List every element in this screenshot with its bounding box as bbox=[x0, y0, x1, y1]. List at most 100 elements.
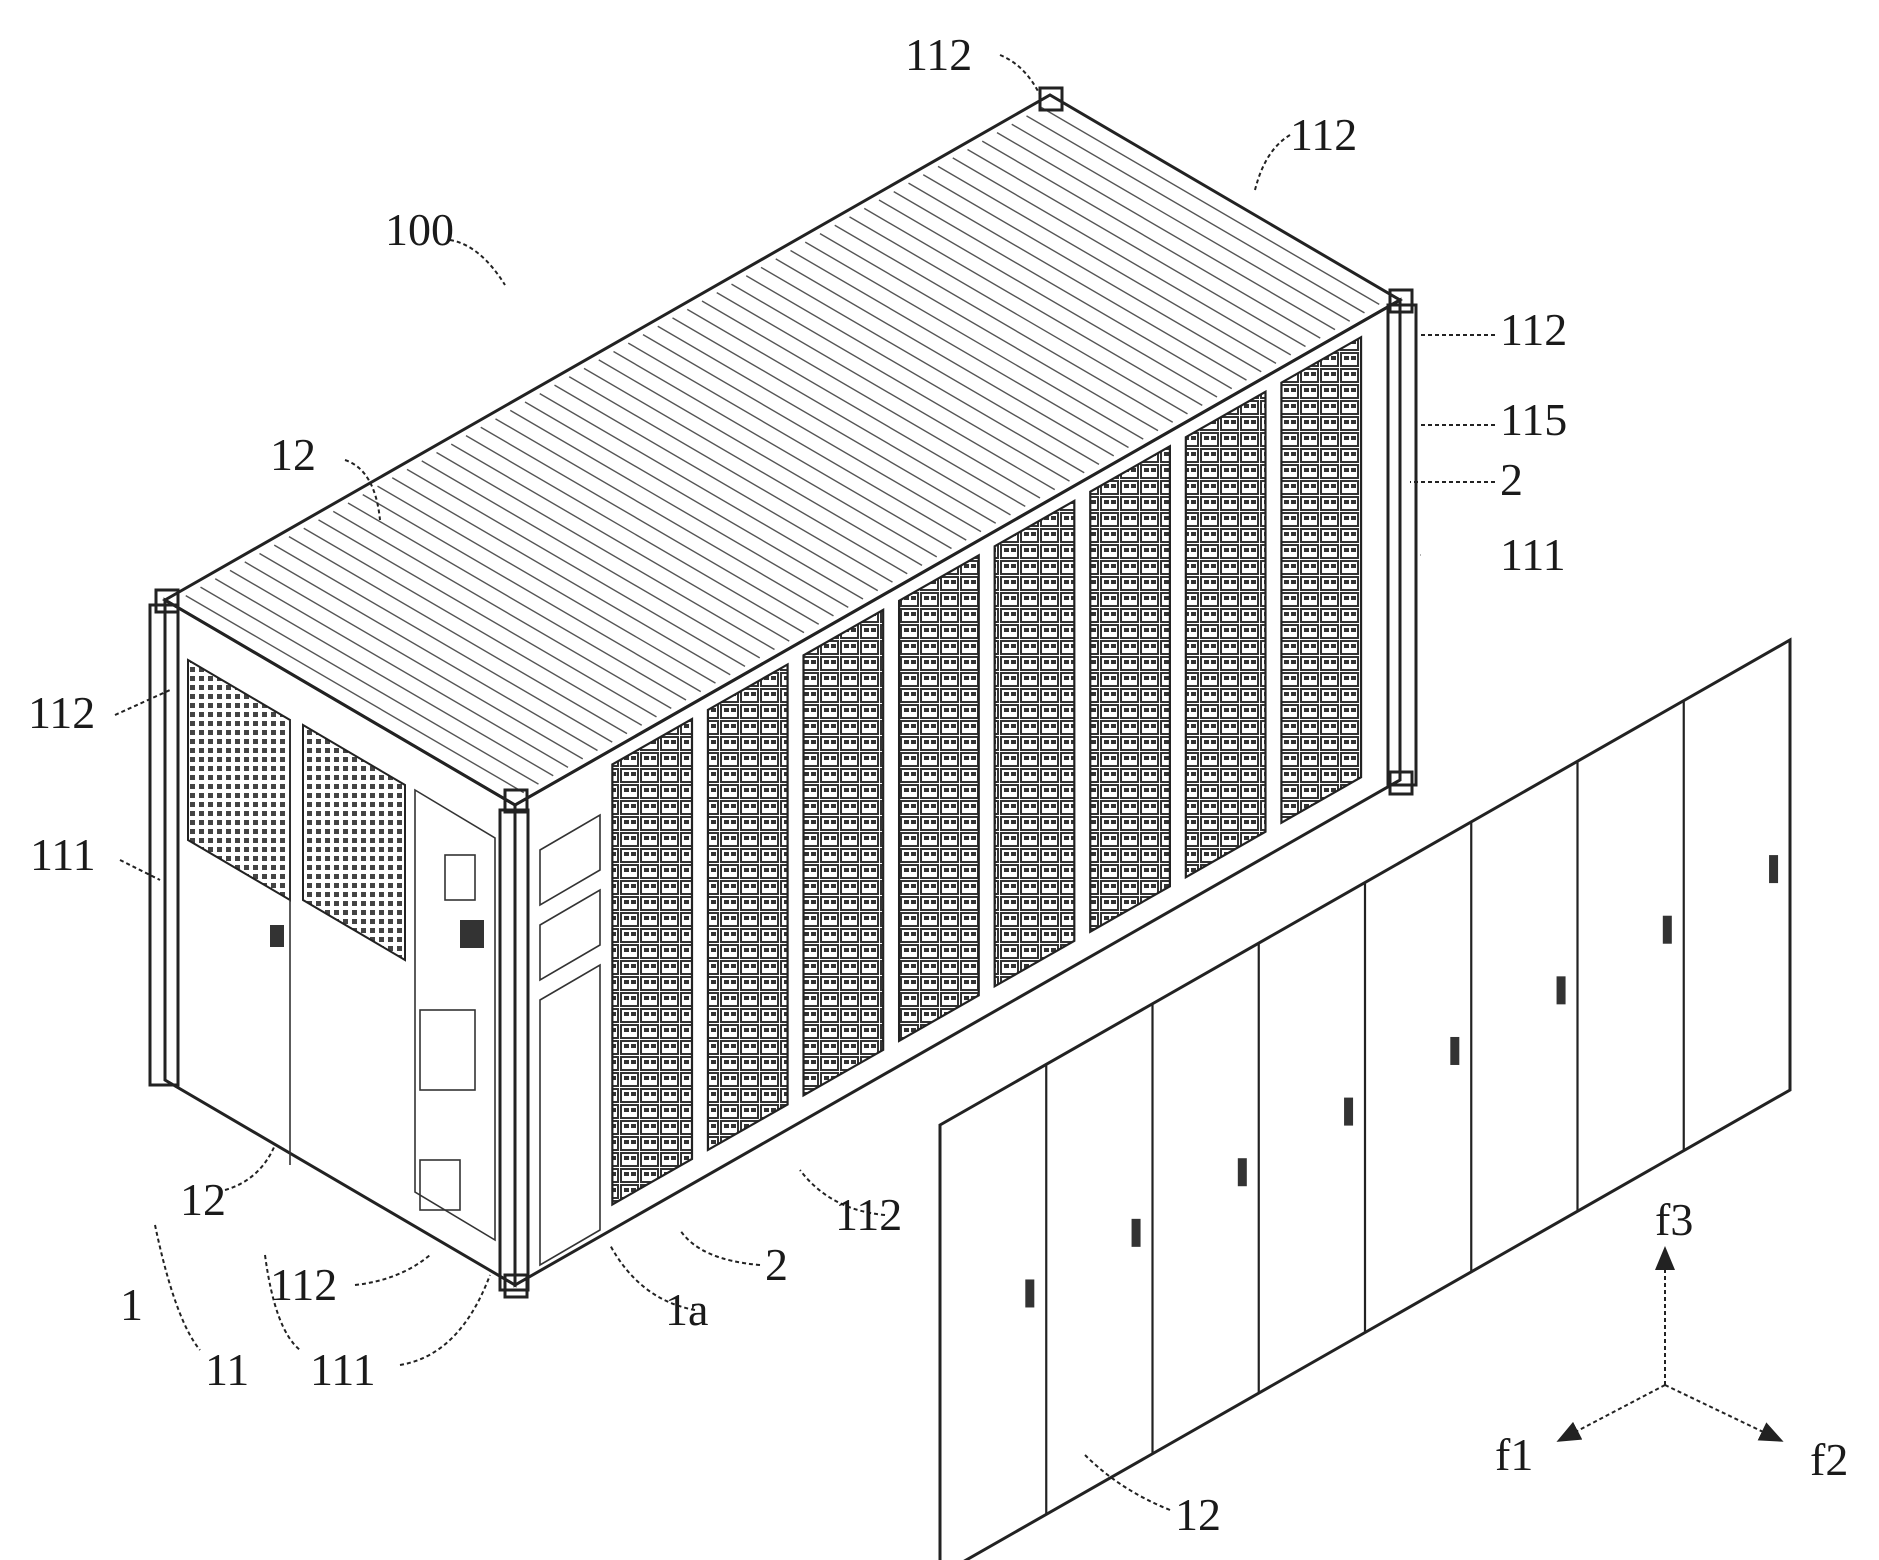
roof-rib bbox=[304, 528, 642, 725]
panel-handle-icon bbox=[1557, 976, 1566, 1004]
label-beam-bottom-side: 112 bbox=[835, 1189, 902, 1240]
panel-handle-icon bbox=[1344, 1098, 1353, 1126]
roof-rib bbox=[687, 309, 1025, 506]
roof-rib bbox=[599, 360, 937, 557]
leader bbox=[120, 860, 160, 880]
roof-rib bbox=[953, 158, 1291, 355]
label-panel-front: 12 bbox=[180, 1174, 226, 1225]
axis-triad bbox=[1560, 1250, 1780, 1440]
roof-rib bbox=[628, 343, 966, 540]
label-panel-roof: 12 bbox=[270, 429, 316, 480]
roof-rib bbox=[584, 368, 922, 565]
roof-rib bbox=[451, 444, 789, 641]
roof-rib bbox=[938, 166, 1276, 363]
leader bbox=[225, 1145, 275, 1190]
roof-rib bbox=[510, 410, 848, 607]
front-door-assembly bbox=[188, 660, 495, 1240]
control-panel bbox=[420, 1010, 475, 1090]
roof-rib bbox=[348, 503, 686, 700]
roof-rib bbox=[540, 394, 878, 591]
roof-rib bbox=[864, 208, 1202, 405]
roof-rib bbox=[525, 402, 863, 599]
post-back-right bbox=[1388, 305, 1416, 785]
front-grille-left bbox=[188, 660, 290, 900]
panel-handle-icon bbox=[1769, 855, 1778, 883]
label-assembly: 100 bbox=[385, 204, 454, 255]
roof-rib bbox=[569, 377, 907, 574]
roof-rib bbox=[407, 469, 745, 666]
roof-rib bbox=[466, 436, 804, 633]
label-beam-top-back-right: 112 bbox=[1290, 109, 1357, 160]
front-grille-right bbox=[303, 725, 405, 960]
label-pillar-back-right: 111 bbox=[1500, 529, 1566, 580]
label-rack-front: 2 bbox=[765, 1239, 788, 1290]
roof-rib bbox=[378, 486, 716, 683]
label-rack-back: 2 bbox=[1500, 454, 1523, 505]
battery-rack bbox=[612, 719, 692, 1204]
roof-rib bbox=[614, 352, 952, 549]
leader bbox=[400, 1275, 490, 1365]
roof-rib bbox=[363, 495, 701, 692]
battery-rack bbox=[708, 664, 788, 1149]
leader bbox=[1255, 135, 1290, 190]
roof-rib bbox=[702, 301, 1040, 498]
module-box bbox=[540, 890, 600, 980]
battery-rack bbox=[804, 610, 884, 1095]
roof-rib bbox=[746, 276, 1084, 473]
panel-handle-icon bbox=[1238, 1158, 1247, 1186]
roof-rib bbox=[496, 419, 834, 616]
roof-rib bbox=[673, 318, 1011, 515]
roof-rib bbox=[850, 217, 1188, 414]
roof-rib bbox=[909, 183, 1247, 380]
roof-rib bbox=[835, 225, 1173, 422]
label-pillar-front-corner: 111 bbox=[310, 1344, 376, 1395]
label-beam-bottom-front: 112 bbox=[270, 1259, 337, 1310]
roof-rib bbox=[894, 192, 1232, 389]
panel-handle-icon bbox=[1132, 1219, 1141, 1247]
label-frame: 11 bbox=[205, 1344, 249, 1395]
roof-rib bbox=[805, 242, 1143, 439]
roof-rib bbox=[982, 141, 1320, 338]
control-display bbox=[445, 855, 475, 900]
label-axis-f3: f3 bbox=[1655, 1194, 1693, 1245]
roof-rib bbox=[392, 478, 730, 675]
roof-rib bbox=[879, 200, 1217, 397]
battery-rack bbox=[1186, 392, 1266, 877]
axis-f2-arrow bbox=[1665, 1385, 1780, 1440]
roof-rib bbox=[968, 150, 1306, 347]
label-panel-detached: 12 bbox=[1175, 1489, 1221, 1540]
label-axis-f2: f2 bbox=[1810, 1434, 1848, 1485]
roof-rib bbox=[658, 326, 996, 523]
roof-rib bbox=[923, 175, 1261, 372]
label-opening: 1a bbox=[665, 1284, 708, 1335]
roof-rib bbox=[717, 293, 1055, 490]
roof-rib bbox=[776, 259, 1114, 456]
opening-modules bbox=[540, 815, 600, 1265]
roof-rib bbox=[761, 267, 1099, 464]
battery-rack bbox=[1090, 446, 1170, 931]
roof-rib bbox=[333, 511, 671, 708]
leader bbox=[680, 1230, 760, 1265]
panel-handle-icon bbox=[1450, 1037, 1459, 1065]
leader bbox=[1000, 55, 1040, 95]
panel-handle-icon bbox=[1025, 1279, 1034, 1307]
label-axis-f1: f1 bbox=[1495, 1429, 1533, 1480]
label-container: 1 bbox=[120, 1279, 143, 1330]
roof-rib bbox=[732, 284, 1070, 481]
roof-rib bbox=[437, 453, 775, 650]
roof-rib bbox=[555, 385, 893, 582]
battery-rack bbox=[995, 501, 1075, 986]
bracket bbox=[155, 1225, 200, 1350]
roof-rib bbox=[245, 562, 583, 759]
control-plate bbox=[420, 1160, 460, 1210]
battery-rack bbox=[1281, 337, 1361, 822]
leader bbox=[450, 240, 505, 285]
module-stack bbox=[540, 965, 600, 1265]
roof-rib bbox=[260, 554, 598, 751]
roof-rib bbox=[791, 251, 1129, 448]
roof-rib bbox=[643, 335, 981, 532]
label-beam-top-back: 112 bbox=[905, 29, 972, 80]
roof-rib bbox=[481, 427, 819, 624]
control-cabinet bbox=[415, 790, 495, 1240]
